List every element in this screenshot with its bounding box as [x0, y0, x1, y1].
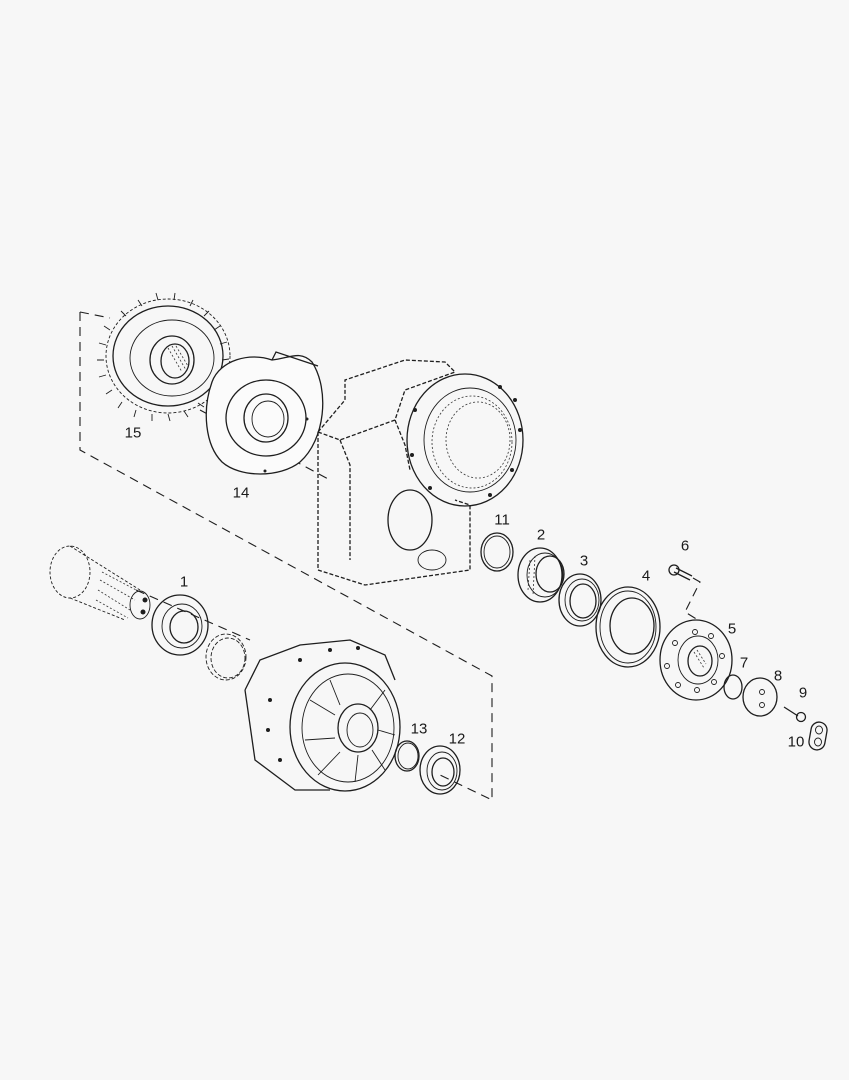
washer-plate-part-8 [742, 677, 778, 717]
shim-ring-lower [205, 633, 247, 681]
lock-plate-part-10 [808, 721, 828, 751]
callout-7[interactable]: 7 [739, 654, 749, 672]
callout-13[interactable]: 13 [410, 720, 428, 738]
bolt-part-6 [668, 564, 701, 621]
callout-11[interactable]: 11 [494, 511, 510, 529]
ball-bearing-part-1 [151, 594, 209, 656]
input-shaft [49, 545, 151, 621]
tapered-roller-bearing-part-2 [517, 547, 565, 603]
splined-flange-part-5 [659, 619, 733, 701]
bearing-carrier-part-14 [205, 351, 324, 475]
callout-4[interactable]: 4 [641, 567, 651, 585]
lower-housing [244, 639, 401, 792]
helical-gear-part-15 [97, 292, 231, 422]
callout-15[interactable]: 15 [124, 424, 142, 442]
screw-part-9 [783, 706, 807, 723]
callout-2[interactable]: 2 [536, 526, 546, 544]
callout-5[interactable]: 5 [727, 620, 737, 638]
callout-1[interactable]: 1 [179, 573, 189, 591]
cover-plate-part-4 [595, 586, 661, 668]
main-gear-housing [317, 359, 524, 586]
seal-ring-part-3 [558, 573, 602, 627]
shim-ring-part-11 [480, 532, 514, 572]
o-ring-part-7 [723, 674, 743, 700]
oil-seal-part-12 [419, 745, 461, 795]
callout-8[interactable]: 8 [773, 667, 783, 685]
callout-6[interactable]: 6 [680, 537, 690, 555]
callout-9[interactable]: 9 [798, 684, 808, 702]
snap-ring-part-13 [394, 740, 420, 772]
callout-10[interactable]: 10 [787, 733, 805, 751]
callout-12[interactable]: 12 [448, 730, 466, 748]
callout-14[interactable]: 14 [232, 484, 250, 502]
callout-3[interactable]: 3 [579, 552, 589, 570]
